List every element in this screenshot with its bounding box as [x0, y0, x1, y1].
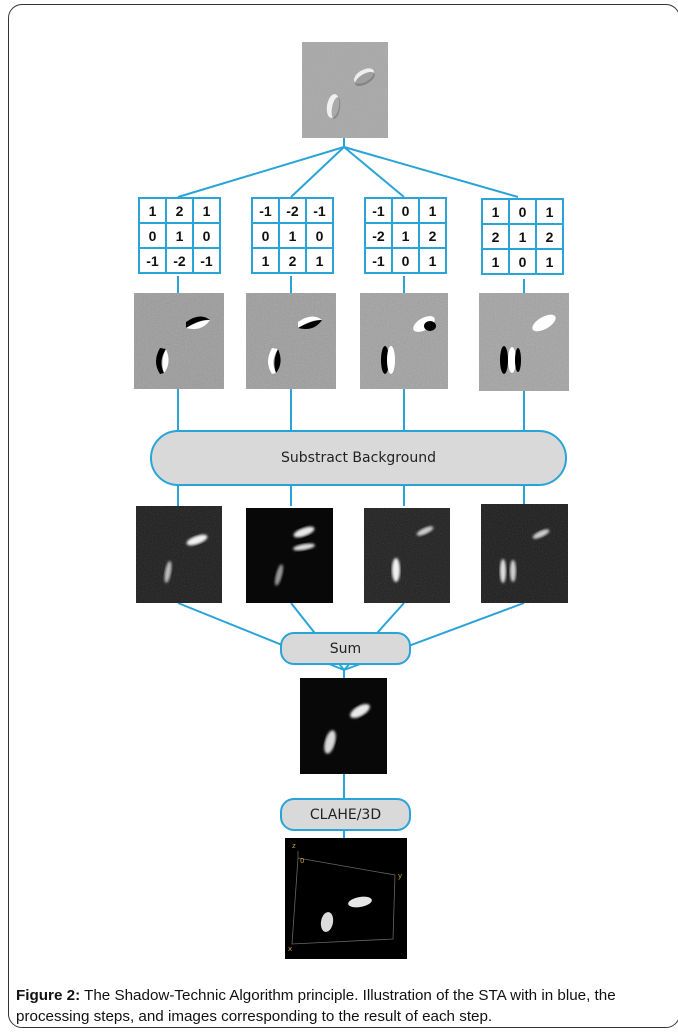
render-3d-image: z 0 y x	[285, 838, 407, 959]
kernel-cell: 1	[535, 198, 564, 225]
kernel-cell: -2	[165, 247, 194, 274]
kernel-cell: 1	[192, 197, 221, 224]
shadow-image-4	[479, 293, 569, 391]
shadow-image-3	[360, 293, 448, 389]
sum-image	[300, 678, 387, 774]
kernel-cell: 1	[305, 247, 334, 274]
clahe-3d-step: CLAHE/3D	[280, 798, 411, 831]
caption-label: Figure 2:	[16, 987, 81, 1004]
render-axis-z: z	[292, 842, 296, 850]
kernel-cell: 0	[391, 197, 420, 224]
kernel-cell: 1	[165, 222, 194, 249]
kernel-cell: 1	[418, 197, 447, 224]
kernel-cell: -1	[364, 247, 393, 274]
kernel-cell: -1	[138, 247, 167, 274]
kernel-cell: 0	[192, 222, 221, 249]
kernel-cell: 0	[508, 198, 537, 225]
kernel-cell: 0	[508, 248, 537, 275]
kernel-cell: -1	[305, 197, 334, 224]
kernel-cell: 0	[138, 222, 167, 249]
original-image	[302, 42, 388, 138]
kernel-cell: -1	[364, 197, 393, 224]
shadow-image-1	[134, 293, 224, 389]
subtract-background-step: Substract Background	[150, 430, 567, 486]
kernel-cell: -2	[364, 222, 393, 249]
subtracted-image-1	[136, 506, 222, 603]
kernel-cell: 1	[418, 247, 447, 274]
kernel-cell: 0	[305, 222, 334, 249]
render-axis-origin: 0	[300, 857, 304, 865]
figure-frame	[8, 4, 678, 1028]
kernel-cell: 2	[535, 223, 564, 250]
render-axis-y: y	[398, 872, 402, 880]
kernel-cell: 1	[278, 222, 307, 249]
kernel-cell: 2	[278, 247, 307, 274]
subtracted-image-4	[481, 504, 568, 603]
figure-caption: Figure 2: The Shadow-Technic Algorithm p…	[16, 985, 676, 1027]
kernel-cell: 0	[251, 222, 280, 249]
kernel-cell: 1	[138, 197, 167, 224]
kernel-cell: 1	[391, 222, 420, 249]
subtracted-image-2	[246, 508, 333, 603]
caption-text: The Shadow-Technic Algorithm principle. …	[16, 987, 616, 1025]
kernel-cell: -1	[192, 247, 221, 274]
kernel-cell: 1	[481, 198, 510, 225]
kernel-cell: -1	[251, 197, 280, 224]
sum-step: Sum	[280, 632, 411, 665]
kernel-cell: -2	[278, 197, 307, 224]
render-axis-x: x	[288, 945, 292, 953]
kernel-cell: 1	[481, 248, 510, 275]
shadow-image-2	[246, 293, 336, 389]
kernel-cell: 1	[251, 247, 280, 274]
kernel-cell: 0	[391, 247, 420, 274]
kernel-cell: 1	[535, 248, 564, 275]
kernel-cell: 2	[165, 197, 194, 224]
kernel-cell: 1	[508, 223, 537, 250]
kernel-cell: 2	[481, 223, 510, 250]
subtracted-image-3	[364, 508, 450, 603]
kernel-cell: 2	[418, 222, 447, 249]
